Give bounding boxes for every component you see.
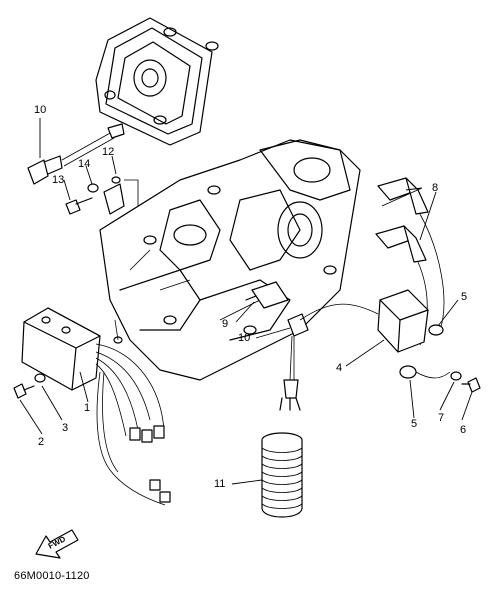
fwd-arrow-icon <box>35 529 79 559</box>
callout-13: 12 <box>102 146 115 158</box>
plug-cap-lead <box>279 313 309 411</box>
protector-tube <box>261 432 303 518</box>
callout-8: 8 <box>432 182 439 194</box>
bolt-washer-bracket <box>65 176 139 271</box>
cylinder-block <box>99 139 361 381</box>
callout-6: 6 <box>460 424 467 436</box>
coil-mount-bolt <box>450 371 481 393</box>
callout-3: 3 <box>62 422 69 434</box>
callout-14: 13 <box>52 174 65 186</box>
callout-1: 1 <box>84 402 91 414</box>
thermo-switch <box>27 123 125 185</box>
callout-5-upper: 5 <box>461 291 468 303</box>
callout-11: 10 <box>34 104 47 116</box>
callout-15: 14 <box>78 158 91 170</box>
callout-12: 11 <box>214 478 226 490</box>
callout-5-lower: 5 <box>411 418 418 430</box>
callout-2: 2 <box>38 436 45 448</box>
ignition-coil <box>299 289 451 379</box>
cdi-unit <box>21 307 171 506</box>
callout-4: 4 <box>336 362 343 374</box>
cdi-mount-bolt <box>13 373 46 399</box>
callout-10: 10 <box>238 332 251 344</box>
callout-7: 7 <box>438 412 445 424</box>
leader-lines <box>19 118 473 485</box>
cover-plate <box>95 17 219 146</box>
spark-plug <box>245 281 289 309</box>
figure-code: 66M0010-1120 <box>14 570 90 582</box>
callout-9: 9 <box>222 318 229 330</box>
